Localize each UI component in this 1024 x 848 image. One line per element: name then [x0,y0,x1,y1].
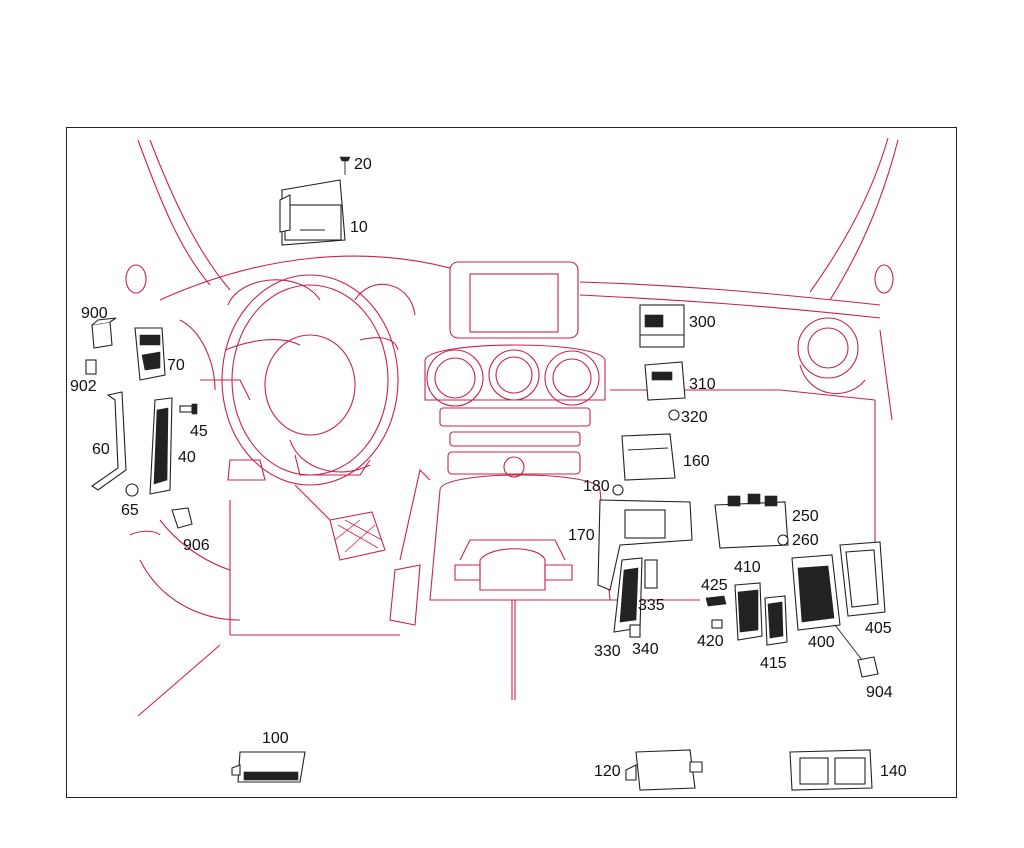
part-120-module [625,749,703,791]
part-20-screw [339,156,351,175]
callout-70: 70 [167,357,185,374]
part-40-module [149,397,173,495]
part-405-cover [839,541,886,617]
callout-335: 335 [638,597,665,614]
part-180-nut [612,484,624,496]
part-160-module [621,433,676,481]
part-310-module [644,361,686,401]
callout-260: 260 [792,532,819,549]
callout-180: 180 [583,478,610,495]
part-260-nut [777,534,789,546]
part-410-fusebox [734,582,763,641]
part-10-module [279,179,346,246]
callout-425: 425 [701,577,728,594]
part-400-fusebox [791,554,841,631]
part-320-nut [668,409,680,421]
callout-906: 906 [183,537,210,554]
callout-60: 60 [92,441,110,458]
callout-120: 120 [594,763,621,780]
callout-170: 170 [568,527,595,544]
part-340-clip [629,624,641,638]
callout-250: 250 [792,508,819,525]
part-415-fusebox [764,595,788,646]
part-140-module [789,749,873,791]
part-902-clip [85,359,97,375]
callout-340: 340 [632,641,659,658]
callout-330: 330 [594,643,621,660]
callout-310: 310 [689,376,716,393]
callout-65: 65 [121,502,139,519]
dashboard-outline [125,137,899,717]
callout-45: 45 [190,423,208,440]
part-60-bracket [91,391,127,491]
callout-904: 904 [866,684,893,701]
callout-160: 160 [683,453,710,470]
part-45-bolt [179,403,198,415]
callout-902: 902 [70,378,97,395]
part-65-nut [125,483,139,497]
callout-415: 415 [760,655,787,672]
callout-10: 10 [350,219,368,236]
part-900-relay [91,317,117,349]
callout-405: 405 [865,620,892,637]
callout-labels: 20 10 900 70 902 45 60 40 65 906 300 310… [70,156,907,780]
part-330-module [613,557,643,633]
part-70-module [134,327,166,381]
callout-320: 320 [681,409,708,426]
part-170-bracket [597,499,693,591]
callout-20: 20 [354,156,372,173]
callout-900: 900 [81,305,108,322]
part-100-module [231,751,306,783]
callout-400: 400 [808,634,835,651]
callout-420: 420 [697,633,724,650]
callout-300: 300 [689,314,716,331]
part-904-connector [834,624,879,678]
callout-40: 40 [178,449,196,466]
part-300-module [639,304,685,348]
callout-140: 140 [880,763,907,780]
part-250-module [714,493,789,549]
part-425-relay [705,595,727,607]
callout-410: 410 [734,559,761,576]
callout-100: 100 [262,730,289,747]
part-906-connector [171,507,193,529]
part-335-clip [644,559,658,589]
part-420-clip [711,619,723,629]
